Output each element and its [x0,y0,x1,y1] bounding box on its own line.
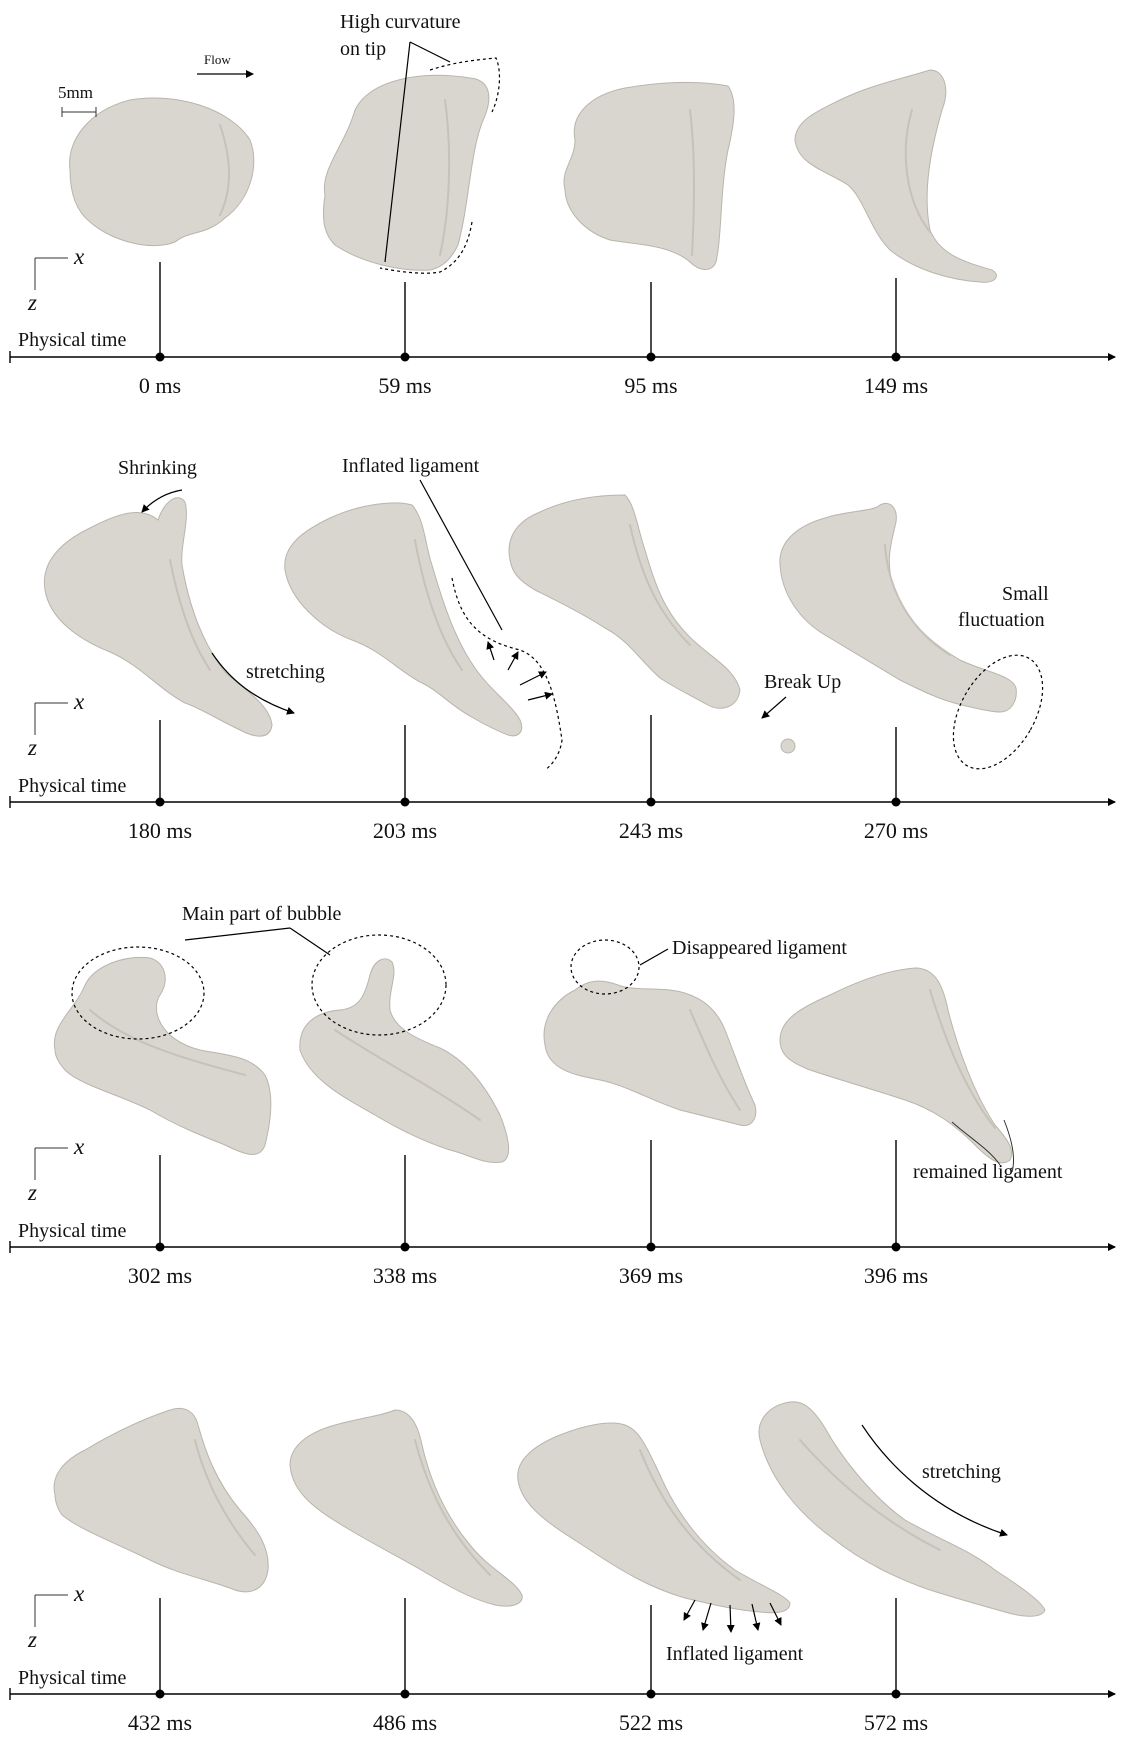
fluctuation-label: fluctuation [958,609,1045,631]
physical-time-label: Physical time [18,1667,126,1689]
time-label: 572 ms [864,1710,928,1735]
timeline-ticks-row-1 [156,262,901,362]
time-label: 369 ms [619,1263,683,1288]
shrinking-label: Shrinking [118,457,197,479]
z-axis-label: z [27,290,37,315]
time-label: 203 ms [373,818,437,843]
time-label: 59 ms [378,373,431,398]
bubble-59ms [323,75,489,270]
inflated-ligament-arrows [488,642,552,700]
physical-time-label: Physical time [18,329,126,351]
axis-glyph-row-3: x z [27,1134,85,1205]
on-tip-label: on tip [340,38,386,60]
scale-bar-label: 5mm [58,83,93,102]
bubble-369ms [544,981,756,1125]
time-label: 432 ms [128,1710,192,1735]
time-label: 396 ms [864,1263,928,1288]
row-1: 5mm Flow High curvature on tip x z Physi… [10,11,1115,398]
main-part-label: Main part of bubble [182,903,342,925]
break-up-label: Break Up [764,671,841,693]
axis-glyph-row-2: x z [27,689,85,760]
disappeared-ligament-label: Disappeared ligament [672,937,847,959]
bubble-572ms [759,1402,1045,1616]
scale-bar: 5mm [58,83,96,117]
z-axis-label: z [27,1180,37,1205]
break-up-arrow [762,697,786,718]
x-axis-label: x [73,689,85,714]
row-4: stretching Inflated ligament x z Physica… [10,1402,1115,1735]
bubble-0ms [70,98,254,246]
time-label: 338 ms [373,1263,437,1288]
axis-glyph-row-1: x z [27,244,85,315]
z-axis-label: z [27,735,37,760]
x-axis-label: x [73,244,85,269]
x-axis-label: x [73,1581,85,1606]
time-label: 95 ms [624,373,677,398]
physical-time-label: Physical time [18,1220,126,1242]
stretching-label: stretching [922,1461,1001,1483]
bubble-486ms [290,1410,522,1606]
time-label: 149 ms [864,373,928,398]
time-label: 302 ms [128,1263,192,1288]
main-part-leaders [185,928,330,955]
bubble-338ms [300,959,509,1163]
time-label: 0 ms [139,373,181,398]
time-label: 522 ms [619,1710,683,1735]
break-up-droplet [781,739,795,753]
flow-indicator: Flow [197,52,253,74]
bubble-95ms [564,82,734,269]
flow-label: Flow [204,52,231,67]
bubble-203ms [285,503,522,736]
row-2: Shrinking stretching Inflated ligament B… [10,455,1115,843]
time-label: 243 ms [619,818,683,843]
time-label: 180 ms [128,818,192,843]
inflated-ligament-label: Inflated ligament [342,455,480,477]
bubble-243ms [509,495,740,708]
bubble-432ms [54,1408,268,1591]
remained-ligament-label: remained ligament [913,1161,1063,1183]
disappeared-ligament-leader [640,949,668,965]
axis-glyph-row-4: x z [27,1581,85,1652]
timeline-ticks-row-3 [156,1140,901,1252]
row-3: Main part of bubble Disappeared ligament… [10,903,1115,1288]
bubble-522ms [518,1423,790,1613]
inflated-ligament-label: Inflated ligament [666,1643,804,1665]
bubble-302ms [54,957,270,1154]
small-label: Small [1002,583,1049,605]
bubble-149ms [795,70,996,282]
high-curvature-label: High curvature [340,11,461,33]
bubble-396ms [780,968,1012,1163]
x-axis-label: x [73,1134,85,1159]
stretching-label: stretching [246,661,325,683]
time-label: 486 ms [373,1710,437,1735]
z-axis-label: z [27,1627,37,1652]
time-label: 270 ms [864,818,928,843]
physical-time-label: Physical time [18,775,126,797]
